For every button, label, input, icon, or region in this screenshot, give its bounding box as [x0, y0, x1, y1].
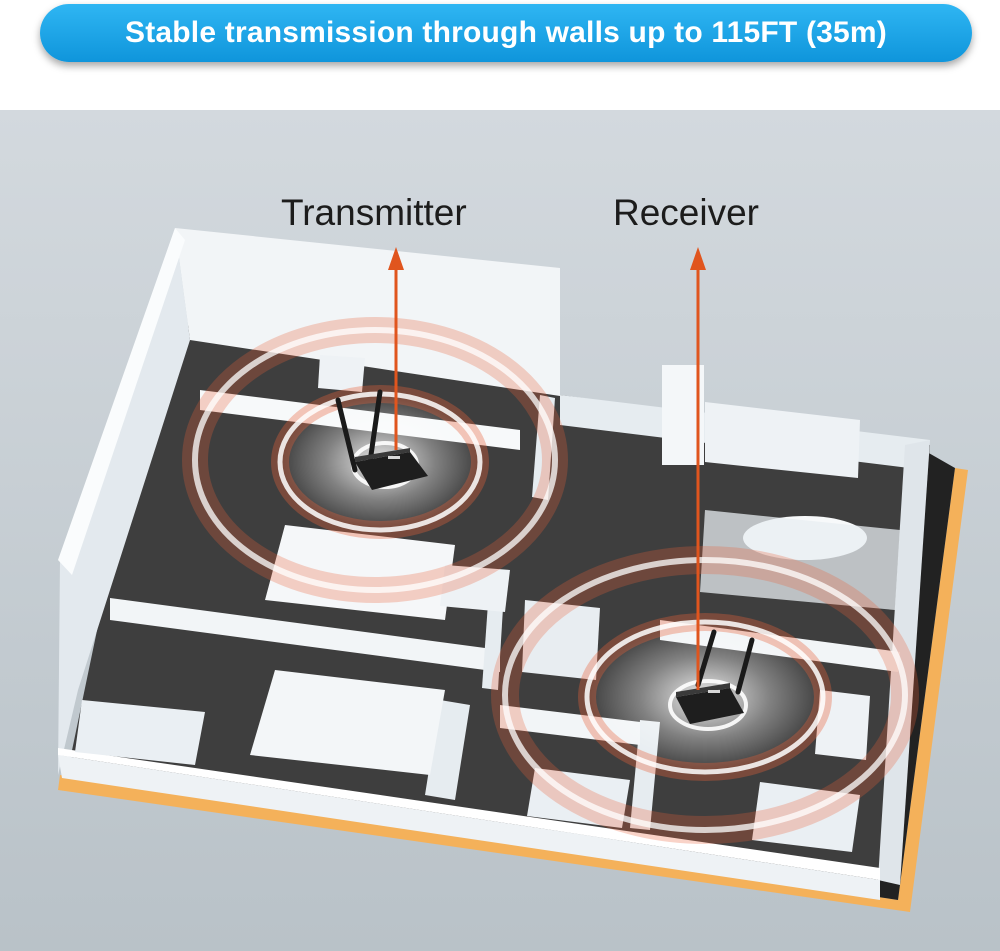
floor-plan-illustration	[0, 110, 1000, 951]
receiver-arrow	[690, 247, 706, 690]
kitchen-counter	[705, 402, 860, 478]
wifi-router-icon	[676, 629, 755, 724]
cabinet	[318, 355, 365, 392]
transmitter-arrow	[388, 247, 404, 450]
living-rug	[265, 525, 455, 620]
receiver-label: Receiver	[613, 192, 759, 233]
side-wall-left	[58, 228, 190, 775]
transmitter-label: Transmitter	[281, 192, 467, 233]
wardrobe-right	[815, 690, 870, 760]
right-wall	[878, 440, 930, 885]
dining-floor	[700, 510, 900, 610]
bed-left	[75, 700, 205, 765]
front-wall-top	[58, 748, 880, 880]
back-wall-left	[175, 228, 560, 396]
bedroom-rug	[250, 670, 445, 775]
banner-text: Stable transmission through walls up to …	[124, 16, 887, 49]
left-wall-face	[58, 228, 185, 575]
interior-wall-2	[110, 598, 500, 672]
title-banner: Stable transmission through walls up to …	[40, 4, 972, 62]
front-wall	[58, 755, 880, 900]
wifi-router-icon	[335, 389, 428, 490]
